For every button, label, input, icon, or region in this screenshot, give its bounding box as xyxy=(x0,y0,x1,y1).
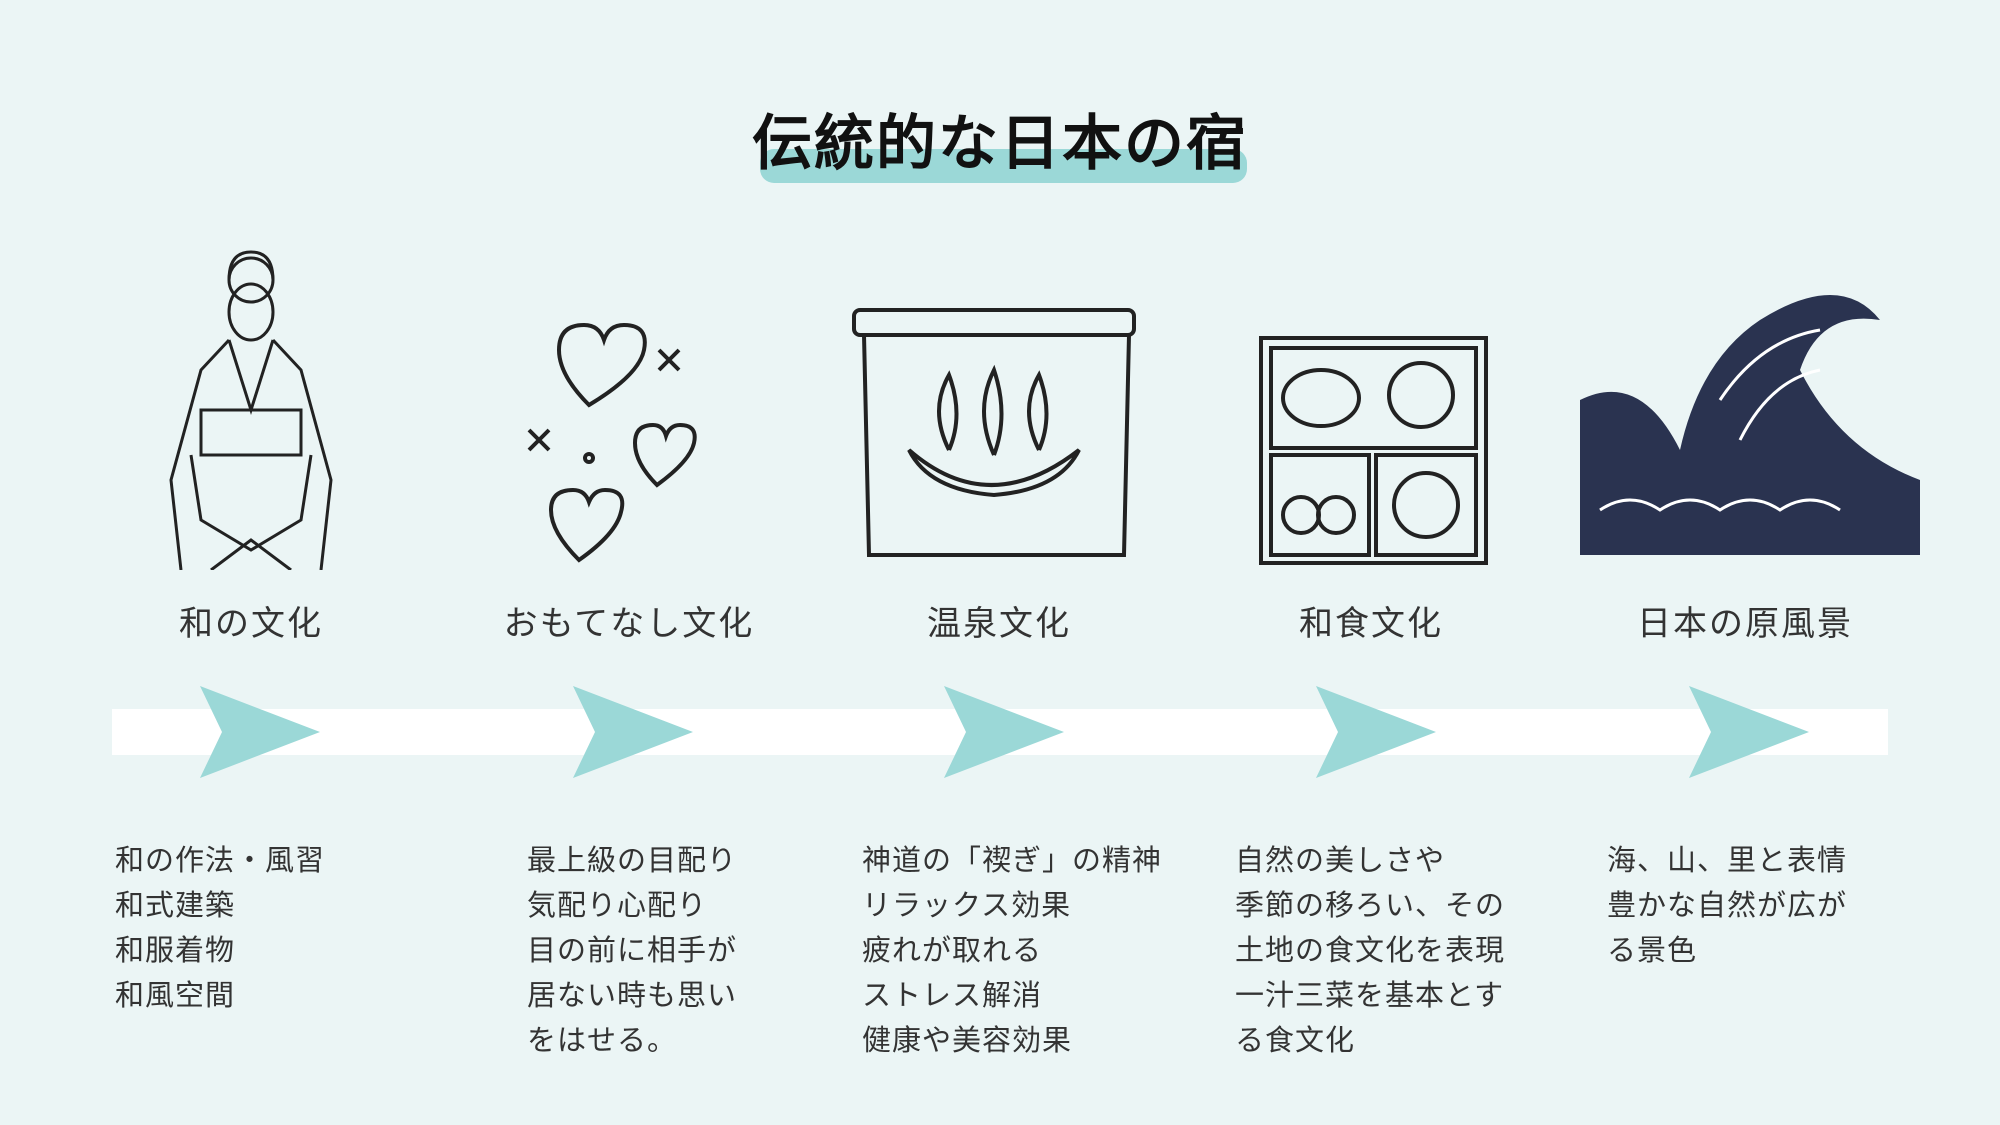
great-wave-icon xyxy=(1580,295,1920,555)
description-line: 和の作法・風習 xyxy=(115,843,326,877)
description-line: 居ない時も思い xyxy=(527,978,738,1012)
hearts-icon xyxy=(527,322,697,563)
description-line: 和風空間 xyxy=(115,978,236,1012)
section-label-landscape: 日本の原風景 xyxy=(1637,604,1853,644)
description-line: 神道の「禊ぎ」の精神 xyxy=(862,843,1163,877)
section-label-onsen: 温泉文化 xyxy=(927,604,1071,644)
description-line: 健康や美容効果 xyxy=(862,1023,1073,1057)
arrow-icon xyxy=(1689,686,1809,778)
section-description-onsen: 神道の「禊ぎ」の精神 リラックス効果 疲れが取れる ストレス解消 健康や美容効果 xyxy=(862,838,1162,1063)
description-line: る景色 xyxy=(1607,933,1698,967)
section-description-washoku: 自然の美しさや 季節の移ろい、その 土地の食文化を表現 一汁三菜を基本とす る食… xyxy=(1235,838,1505,1063)
arrow-icon xyxy=(573,686,693,778)
arrow-icon xyxy=(200,686,320,778)
bento-box-icon xyxy=(1259,336,1488,565)
section-label-washoku: 和食文化 xyxy=(1299,604,1443,644)
description-line: 自然の美しさや xyxy=(1235,843,1446,877)
description-line: 和式建築 xyxy=(115,888,236,922)
description-line: 目の前に相手が xyxy=(527,933,738,967)
description-line: 土地の食文化を表現 xyxy=(1235,933,1506,967)
description-line: 季節の移ろい、その xyxy=(1235,888,1506,922)
description-line: 和服着物 xyxy=(115,933,236,967)
section-description-landscape: 海、山、里と表情 豊かな自然が広が る景色 xyxy=(1607,838,1847,973)
section-label-omotenashi: おもてなし文化 xyxy=(503,604,755,644)
description-line: ストレス解消 xyxy=(862,978,1043,1012)
description-line: 豊かな自然が広が xyxy=(1607,888,1848,922)
description-line: 疲れが取れる xyxy=(862,933,1043,967)
description-line: 気配り心配り xyxy=(527,888,708,922)
page-title: 伝統的な日本の宿 xyxy=(752,109,1248,179)
description-line: る食文化 xyxy=(1235,1023,1356,1057)
description-line: をはせる。 xyxy=(527,1023,678,1057)
description-line: リラックス効果 xyxy=(862,888,1072,922)
kimono-woman-icon xyxy=(169,250,333,570)
description-line: 最上級の目配り xyxy=(527,843,738,877)
section-description-wa-culture: 和の作法・風習 和式建築 和服着物 和風空間 xyxy=(115,838,325,1018)
description-line: 海、山、里と表情 xyxy=(1607,843,1848,877)
arrow-icon xyxy=(1316,686,1436,778)
section-label-wa-culture: 和の文化 xyxy=(179,604,323,644)
arrow-icon xyxy=(944,686,1064,778)
description-line: 一汁三菜を基本とす xyxy=(1235,978,1505,1012)
section-description-omotenashi: 最上級の目配り 気配り心配り 目の前に相手が 居ない時も思い をはせる。 xyxy=(527,838,737,1063)
onsen-noren-icon xyxy=(852,308,1136,557)
title-highlight xyxy=(760,149,1247,183)
